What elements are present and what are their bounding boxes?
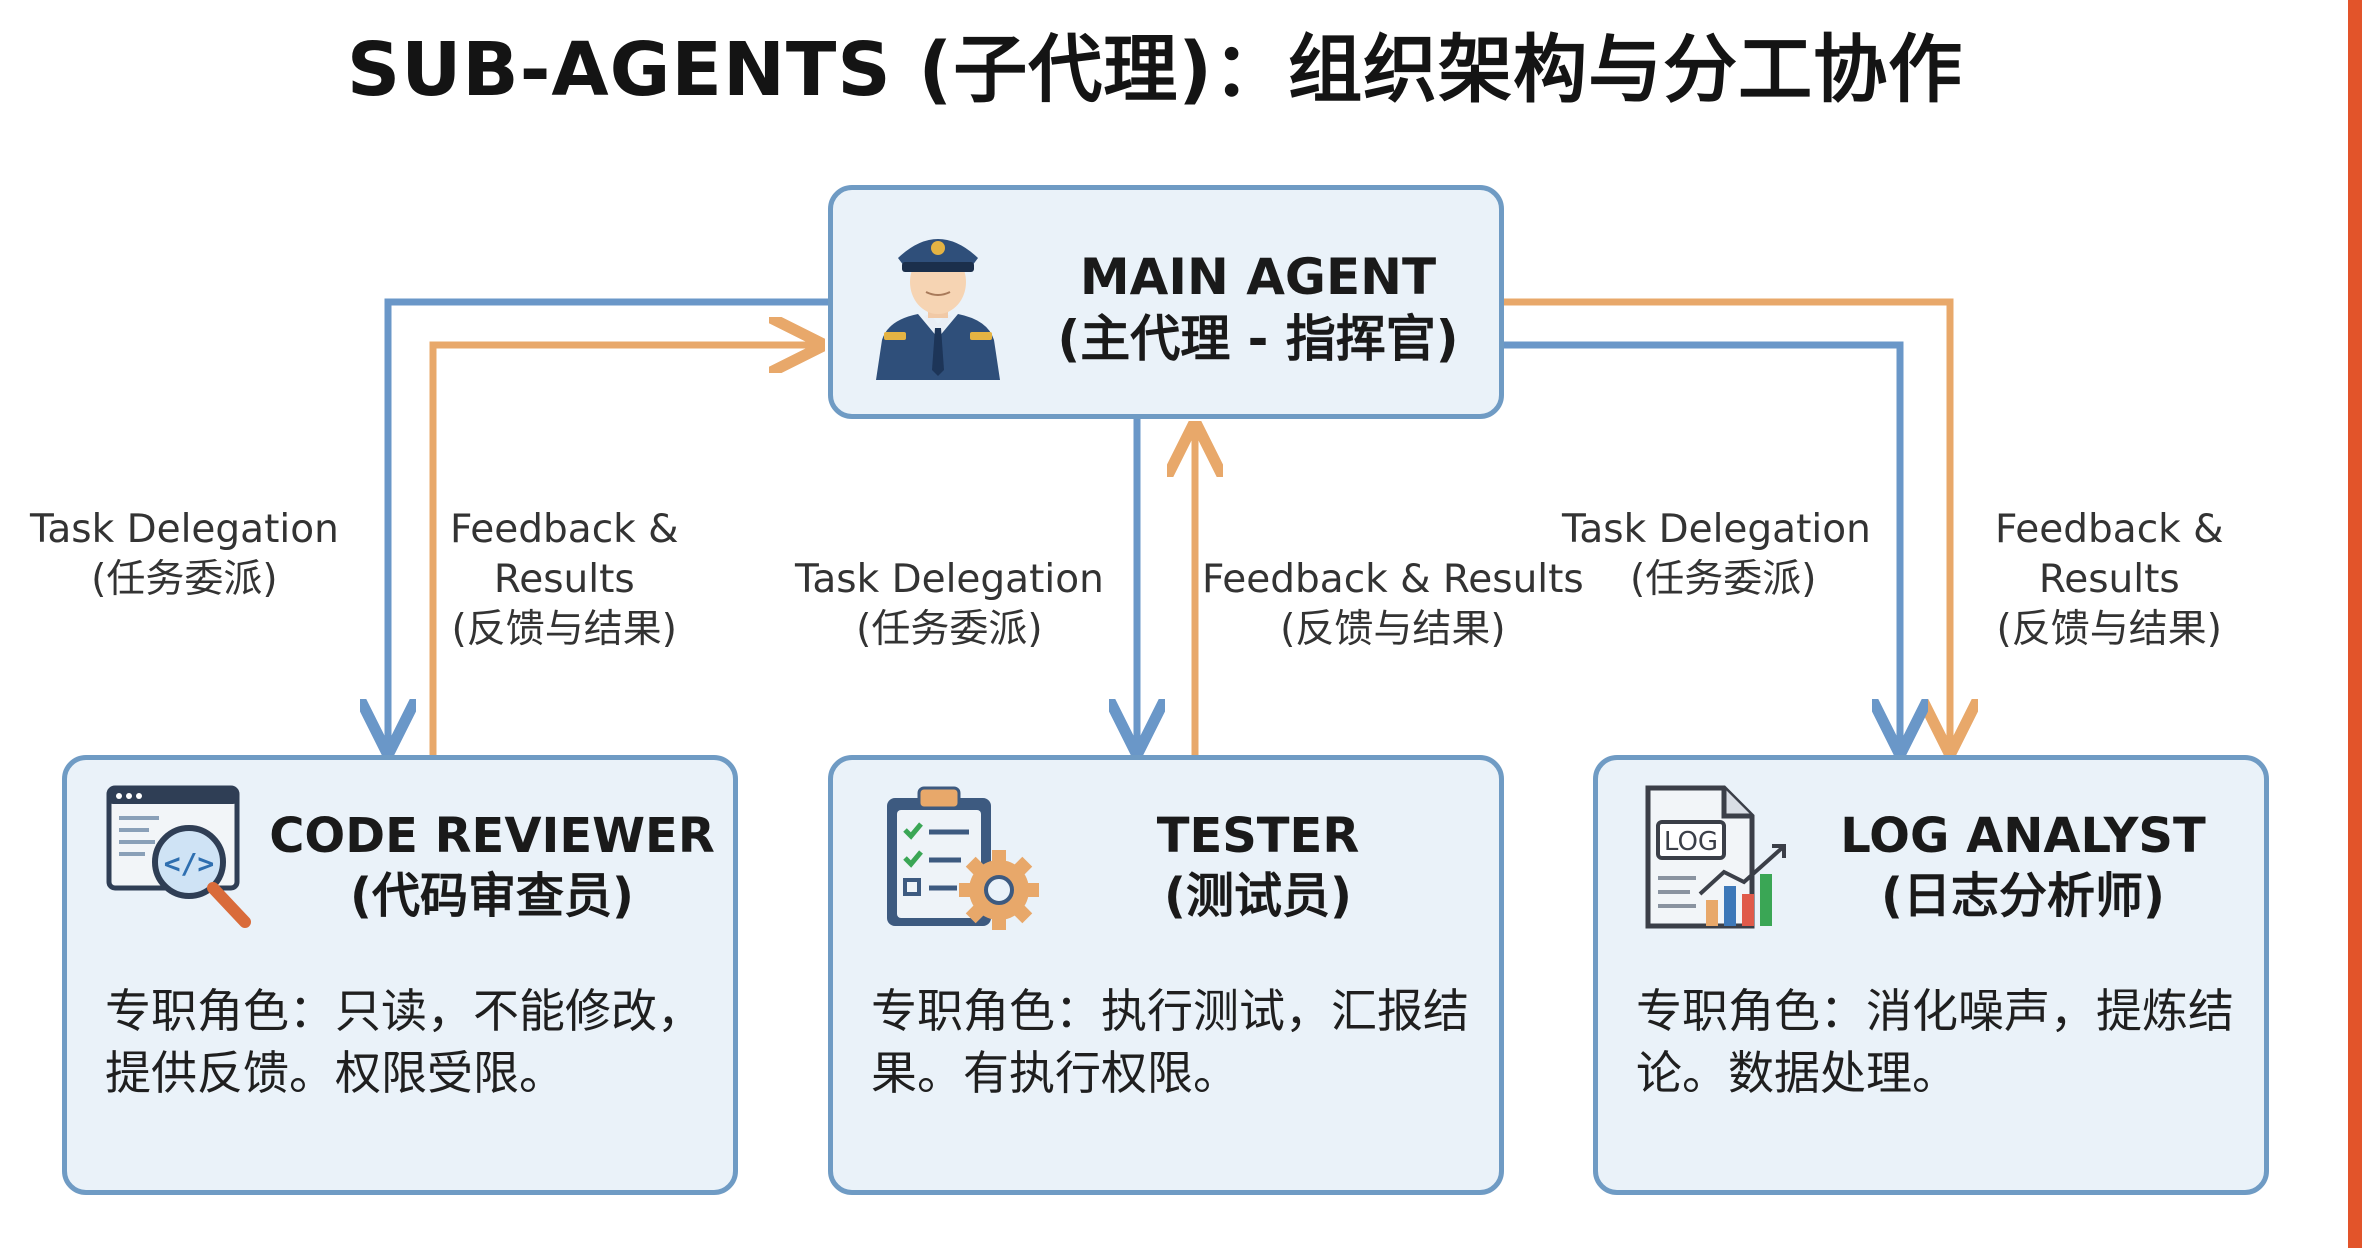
code-reviewer-title: CODE REVIEWER (代码审查员) [269, 808, 715, 924]
log-chart-icon: LOG [1645, 785, 1786, 929]
code-reviewer-card: </> CODE REVIEWER (代码审查员) 专职角色：只读，不能修改，提… [62, 755, 738, 1195]
svg-text:LOG: LOG [1664, 827, 1718, 857]
tester-description: 专职角色：执行测试，汇报结果。有执行权限。 [871, 984, 1469, 1100]
edge-label-center-delegation: Task Delegation (任务委派) [795, 557, 1104, 652]
log-analyst-description: 专职角色：消化噪声，提炼结论。数据处理。 [1636, 984, 2234, 1100]
edge-label-left-delegation: Task Delegation (任务委派) [30, 507, 339, 602]
delegation-arrow-left [388, 298, 828, 748]
code-review-icon: </> [106, 785, 251, 928]
feedback-arrow-left [429, 345, 818, 755]
edge-label-right-delegation: Task Delegation (任务委派) [1562, 507, 1871, 602]
log-analyst-title: LOG ANALYST (日志分析师) [1840, 808, 2206, 924]
delegation-arrow-right [1504, 341, 1900, 748]
log-analyst-card: LOG LOG ANALYST (日志分析师) 专职角色：消化噪声，提炼结论。数… [1593, 755, 2269, 1195]
tester-card: TESTER (测试员) 专职角色：执行测试，汇报结果。有执行权限。 [828, 755, 1504, 1195]
feedback-arrow-right [1504, 298, 1950, 748]
main-agent-title: MAIN AGENT (主代理 - 指挥官) [1057, 248, 1459, 368]
page-title: SUB-AGENTS (子代理)：组织架构与分工协作 [346, 27, 1964, 113]
edge-label-left-feedback: Feedback & Results (反馈与结果) [450, 507, 679, 652]
clipboard-gear-icon [887, 786, 1039, 930]
tester-title: TESTER (测试员) [1156, 808, 1360, 924]
main-agent-card: MAIN AGENT (主代理 - 指挥官) [828, 185, 1504, 419]
officer-icon [876, 239, 1000, 380]
code-reviewer-description: 专职角色：只读，不能修改，提供反馈。权限受限。 [105, 984, 703, 1100]
edge-label-center-feedback: Feedback & Results (反馈与结果) [1202, 557, 1584, 652]
accent-edge-bar [2348, 0, 2362, 1248]
edge-label-right-feedback: Feedback & Results (反馈与结果) [1995, 507, 2224, 652]
svg-text:</>: </> [164, 847, 215, 880]
